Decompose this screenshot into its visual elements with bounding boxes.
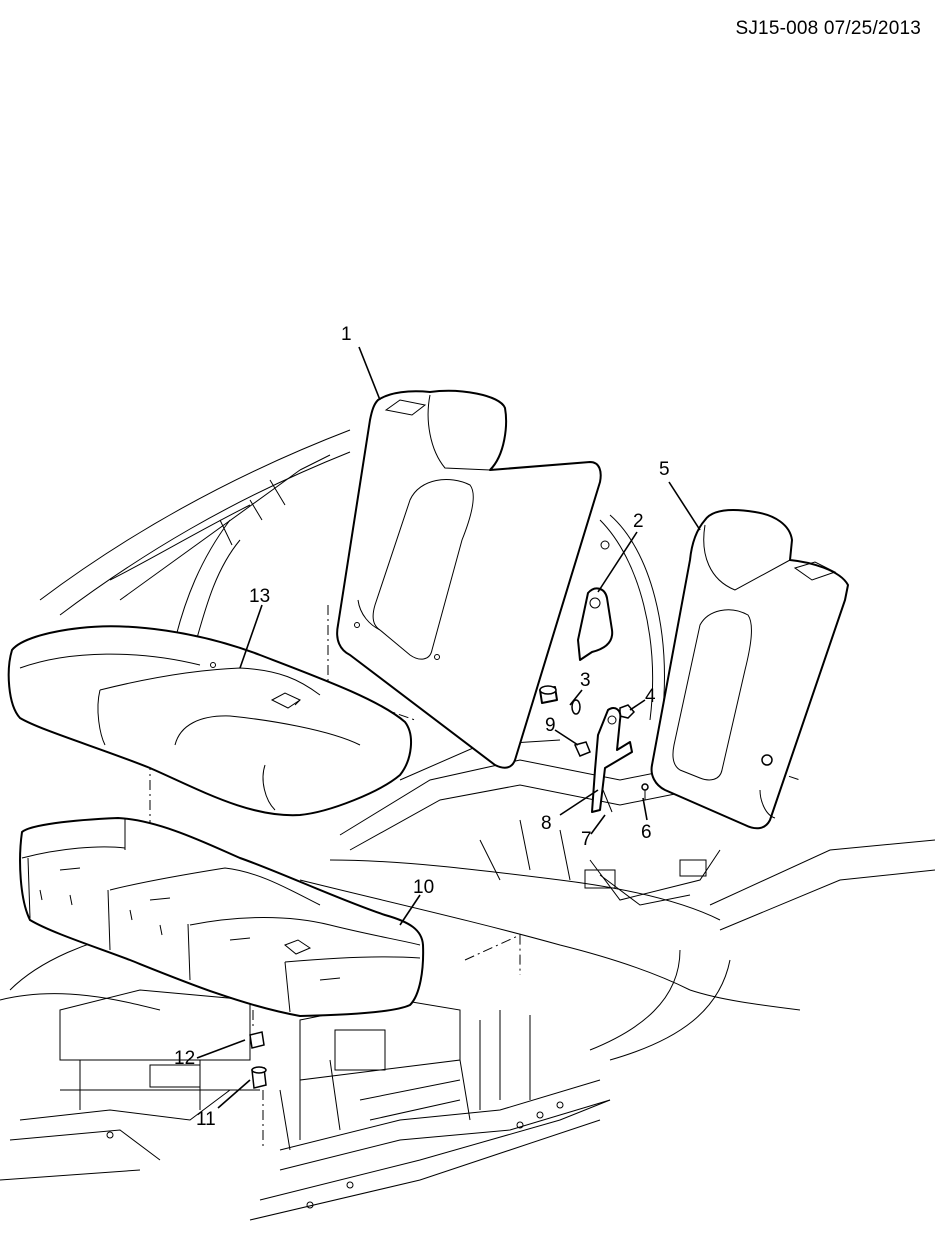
callout-3: 3 bbox=[580, 670, 591, 691]
seat-back-left-icon bbox=[336, 389, 602, 769]
callout-2: 2 bbox=[633, 511, 644, 532]
callout-6: 6 bbox=[641, 822, 652, 843]
callout-11: 11 bbox=[196, 1109, 216, 1130]
fastener-icon bbox=[249, 1031, 267, 1089]
callout-12: 12 bbox=[174, 1048, 195, 1069]
seat-cushion-icon bbox=[7, 625, 412, 817]
callout-5: 5 bbox=[659, 459, 670, 480]
callout-10: 10 bbox=[413, 877, 434, 898]
bracket-icon bbox=[539, 587, 649, 813]
callout-7: 7 bbox=[581, 829, 592, 850]
callout-9: 9 bbox=[545, 715, 556, 736]
callout-1: 1 bbox=[341, 324, 352, 345]
seat-frame-icon bbox=[19, 817, 425, 1017]
seat-back-right-icon bbox=[650, 509, 849, 830]
floor-pan-icon bbox=[0, 429, 935, 1221]
callout-4: 4 bbox=[645, 686, 656, 707]
document-reference: SJ15-008 07/25/2013 bbox=[735, 18, 921, 39]
callout-8: 8 bbox=[541, 813, 552, 834]
callout-13: 13 bbox=[249, 586, 270, 607]
